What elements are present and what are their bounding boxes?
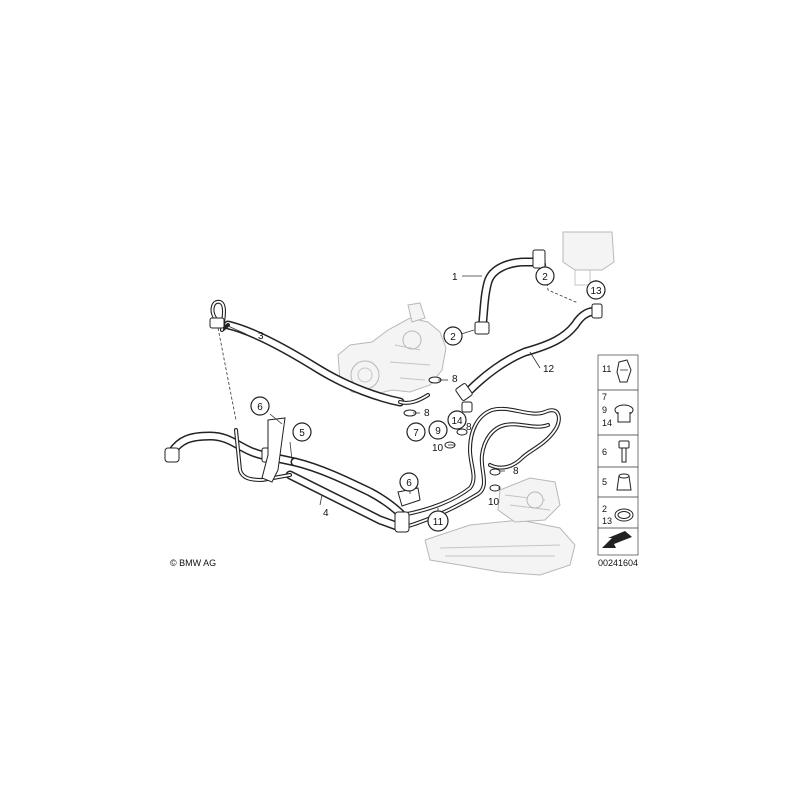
ghost-steering-rack xyxy=(424,477,576,576)
svg-text:8: 8 xyxy=(513,466,519,477)
svg-text:13: 13 xyxy=(602,516,612,526)
legend-row-6: 6 xyxy=(602,440,630,463)
svg-text:2: 2 xyxy=(450,332,456,343)
callout-11: 11 xyxy=(427,510,449,532)
callout-6-lower: 6 xyxy=(399,472,419,492)
legend-row-11: 11 xyxy=(602,359,632,383)
svg-text:3: 3 xyxy=(258,331,264,342)
leader-lines xyxy=(227,275,541,514)
callout-6-upper: 6 xyxy=(250,396,270,416)
hose-clamp-icon xyxy=(614,508,634,522)
mount-icon xyxy=(616,473,632,491)
svg-text:6: 6 xyxy=(602,447,607,457)
clip-icon xyxy=(616,359,632,383)
svg-text:14: 14 xyxy=(451,416,463,427)
callout-8-c: 8 xyxy=(466,422,472,433)
svg-text:13: 13 xyxy=(590,286,602,297)
callout-8-b: 8 xyxy=(424,408,430,419)
callout-1: 1 xyxy=(452,272,458,283)
callout-10-b: 10 xyxy=(488,497,500,508)
svg-text:5: 5 xyxy=(299,428,305,439)
callout-10-a: 10 xyxy=(432,443,444,454)
callout-14: 14 xyxy=(447,410,467,430)
diagram-id: 00241604 xyxy=(598,558,638,568)
svg-text:8: 8 xyxy=(424,408,430,419)
bracket-6-left xyxy=(261,417,286,483)
hose-3 xyxy=(209,299,430,407)
svg-text:12: 12 xyxy=(543,364,555,375)
svg-text:4: 4 xyxy=(323,508,329,519)
svg-text:9: 9 xyxy=(435,426,441,437)
svg-text:8: 8 xyxy=(452,374,458,385)
callout-5: 5 xyxy=(292,422,312,442)
parts-legend: 11 7 9 14 6 5 xyxy=(597,354,639,556)
bolt-icon xyxy=(618,440,630,463)
legend-row-5: 5 xyxy=(602,473,632,491)
svg-text:14: 14 xyxy=(602,418,612,428)
callout-13: 13 xyxy=(586,280,606,300)
svg-text:11: 11 xyxy=(602,364,611,374)
callout-7: 7 xyxy=(406,422,426,442)
callout-4: 4 xyxy=(323,508,329,519)
svg-text:6: 6 xyxy=(406,478,412,489)
svg-text:2: 2 xyxy=(542,272,548,283)
callout-2-lower: 2 xyxy=(443,326,463,346)
svg-text:10: 10 xyxy=(488,497,500,508)
svg-text:9: 9 xyxy=(602,405,607,415)
legend-row-2-13: 2 13 xyxy=(602,504,634,526)
callout-8-d: 8 xyxy=(513,466,519,477)
svg-text:7: 7 xyxy=(413,428,419,439)
seal-rings xyxy=(403,376,501,492)
callout-9: 9 xyxy=(428,420,448,440)
callout-8-a: 8 xyxy=(452,374,458,385)
svg-text:2: 2 xyxy=(602,504,607,514)
hose-12 xyxy=(455,303,603,401)
callout-12: 12 xyxy=(543,364,555,375)
hose-1 xyxy=(474,249,546,335)
svg-text:5: 5 xyxy=(602,477,607,487)
svg-text:6: 6 xyxy=(257,402,263,413)
callout-2-upper: 2 xyxy=(535,266,555,286)
guide-dash-left xyxy=(217,327,237,421)
copyright-text: © BMW AG xyxy=(170,558,216,568)
legend-row-7-9-14: 7 9 14 xyxy=(602,392,634,428)
svg-text:10: 10 xyxy=(432,443,444,454)
direction-arrow-icon xyxy=(602,531,632,548)
pipe-assembly-4 xyxy=(164,406,561,533)
svg-text:11: 11 xyxy=(433,517,444,528)
svg-text:7: 7 xyxy=(602,392,607,402)
svg-text:8: 8 xyxy=(466,422,472,433)
callout-3: 3 xyxy=(258,331,264,342)
svg-text:1: 1 xyxy=(452,272,458,283)
grommet-icon xyxy=(614,404,634,423)
ghost-reservoir xyxy=(562,231,615,286)
